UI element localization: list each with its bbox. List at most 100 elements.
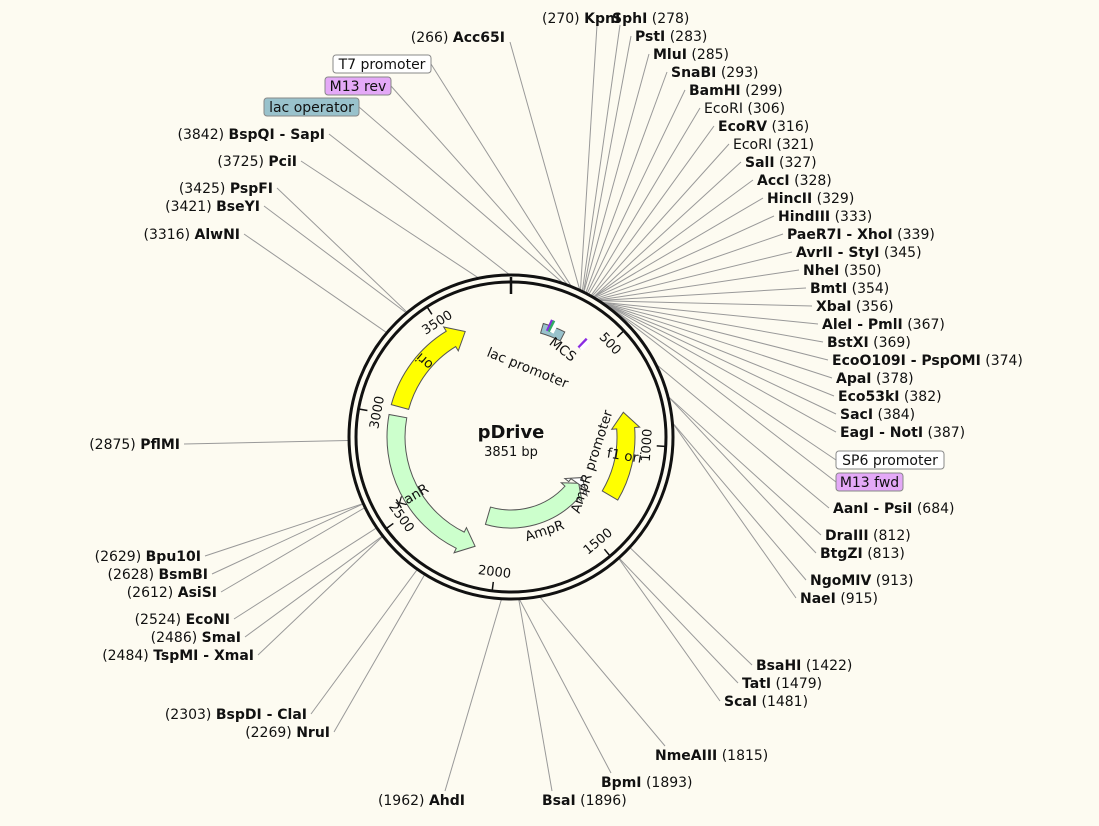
site-label: DraIII (812): [825, 528, 911, 544]
site-position: (3725): [217, 154, 268, 170]
site-label: BpmI (1893): [601, 775, 693, 791]
site-name: AsiSI: [178, 585, 217, 601]
leader-line: [258, 537, 382, 655]
site-label: EcoO109I - PspOMI (374): [832, 353, 1023, 369]
site-name: Bpu10I: [146, 549, 201, 565]
leader-line: [673, 424, 806, 580]
site-label: AvrII - StyI (345): [796, 245, 922, 261]
site-name: ApaI: [836, 371, 872, 387]
leader-line: [669, 398, 816, 553]
site-bpu10i: (2629) Bpu10I: [95, 549, 201, 565]
leader-line: [311, 570, 417, 714]
site-hindiii: HindIII (333): [778, 209, 872, 225]
site-name: SmaI: [202, 630, 241, 646]
leader-line: [607, 305, 836, 414]
site-scai: ScaI (1481): [724, 694, 808, 710]
site-name: NaeI: [800, 591, 836, 607]
site-position: (1896): [576, 793, 627, 809]
site-paer7i-xhoi: PaeR7I - XhoI (339): [787, 227, 935, 243]
leader-line: [595, 216, 774, 297]
site-position: (333): [830, 209, 872, 225]
site-position: (915): [836, 591, 878, 607]
site-position: (2484): [102, 648, 153, 664]
site-position: (345): [879, 245, 921, 261]
site-name: EagI - NotI: [840, 425, 923, 441]
site-labels: (266) Acc65I (3842) BspQI - SapI (3725) Pc…: [89, 11, 1023, 809]
site-label: (3842) BspQI - SapI: [178, 127, 325, 143]
site-bspqi-sapi: (3842) BspQI - SapI: [178, 127, 325, 143]
site-acc65i: (266) Acc65I: [411, 30, 505, 46]
site-name: BamHI: [689, 83, 741, 99]
site-name: EcoRI: [733, 137, 772, 153]
leader-line: [619, 559, 720, 701]
leader-line: [600, 288, 806, 300]
site-name: PspFI: [230, 181, 273, 197]
site-name: HindIII: [778, 209, 830, 225]
site-position: (1893): [642, 775, 693, 791]
site-label: Eco53kI (382): [838, 389, 942, 405]
site-label: HincII (329): [767, 191, 854, 207]
site-label: (3421) BseYI: [165, 199, 260, 215]
site-label: NaeI (915): [800, 591, 878, 607]
site-name: BstXI: [827, 335, 869, 351]
site-name: PciI: [268, 154, 297, 170]
site-label: (2629) Bpu10I: [95, 549, 201, 565]
site-bsai: BsaI (1896): [542, 793, 627, 809]
leader-line: [674, 424, 796, 598]
site-label: MluI (285): [653, 47, 729, 63]
site-name: PstI: [635, 29, 665, 45]
site-pcii: (3725) PciI: [217, 154, 297, 170]
leader-line: [329, 134, 509, 274]
site-xbai: XbaI (356): [816, 299, 894, 315]
site-label: AanI - PsiI (684): [833, 501, 954, 517]
site-position: (1962): [378, 793, 429, 809]
feature-label-f1-ori: f1 ori: [606, 445, 643, 466]
site-position: (2486): [151, 630, 202, 646]
site-label: XbaI (356): [816, 299, 894, 315]
tick-label: 3000: [367, 395, 388, 430]
site-label: (2524) EcoNI: [135, 612, 230, 628]
tick-label: 2000: [477, 563, 512, 582]
boxed-label-text: M13 rev: [330, 79, 387, 95]
site-label: (270) KpnI: [542, 11, 620, 27]
site-position: (283): [665, 29, 707, 45]
site-name: NmeAIII: [655, 748, 717, 764]
site-label: NheI (350): [803, 263, 882, 279]
leader-line: [301, 161, 478, 277]
leader-line: [594, 198, 763, 297]
site-name: AhdI: [429, 793, 465, 809]
site-label: ApaI (378): [836, 371, 914, 387]
site-position: (1479): [771, 676, 822, 692]
plasmid-length: 3851 bp: [484, 445, 538, 460]
site-bsahi: BsaHI (1422): [756, 658, 852, 674]
site-name: SacI: [840, 407, 873, 423]
site-position: (2524): [135, 612, 186, 628]
site-bmti: BmtI (354): [810, 281, 889, 297]
site-eco53ki: Eco53kI (382): [838, 389, 942, 405]
site-btgzi: BtgZI (813): [820, 546, 905, 562]
site-label: NmeAIII (1815): [655, 748, 768, 764]
site-label: BsaHI (1422): [756, 658, 852, 674]
site-position: (3421): [165, 199, 216, 215]
leader-line: [607, 305, 836, 432]
site-alwni: (3316) AlwNI: [143, 227, 240, 243]
leader-line: [359, 107, 562, 282]
site-label: PaeR7I - XhoI (339): [787, 227, 935, 243]
site-position: (329): [812, 191, 854, 207]
leader-line: [205, 504, 362, 556]
site-bsmbi: (2628) BsmBI: [108, 567, 209, 583]
site-alei-pmli: AleI - PmlI (367): [822, 317, 945, 333]
leader-line: [431, 64, 571, 285]
site-position: (306): [743, 101, 785, 117]
site-name: MluI: [653, 47, 687, 63]
site-label: EcoRI (321): [733, 137, 814, 153]
boxed-label-m13-rev: M13 rev: [325, 77, 391, 95]
site-smai: (2486) SmaI: [151, 630, 241, 646]
site-position: (812): [869, 528, 911, 544]
leader-line: [669, 397, 821, 535]
leader-line: [604, 303, 828, 360]
site-kpni: (270) KpnI: [542, 11, 620, 27]
site-name: SphI: [612, 11, 647, 27]
